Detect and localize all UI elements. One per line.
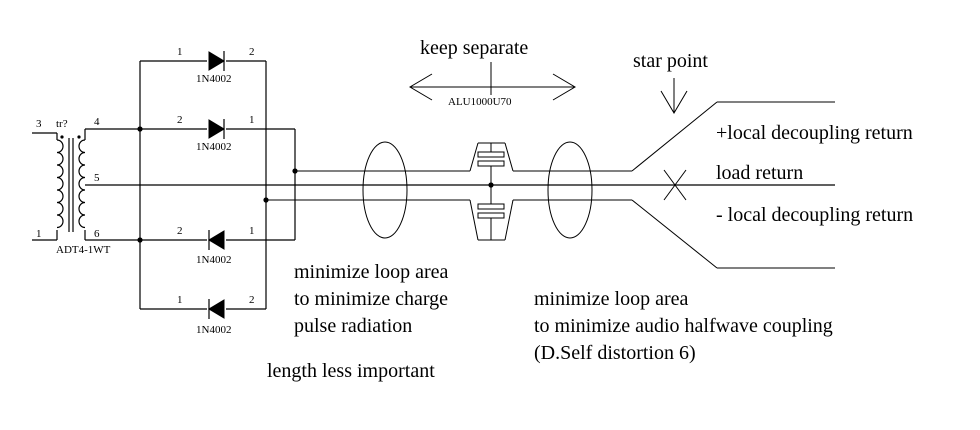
loop2-note-line2: to minimize audio halfwave coupling [534,315,833,337]
bridge-wiring [137,60,298,310]
diode-part-label: 1N4002 [196,324,231,336]
diode-d4: 1 2 1N4002 [177,294,255,336]
secondary-winding [78,139,86,229]
primary-winding [56,139,64,229]
diode-pin-label: 1 [249,225,255,237]
keep-separate-arrow [409,73,576,101]
diode-pin-label: 1 [177,46,183,58]
diode-pin-label: 2 [177,225,183,237]
diode-d2: 2 1 1N4002 [177,114,255,153]
pin-1-label: 1 [36,228,42,240]
loop1-note-line3: pulse radiation [294,315,412,337]
diode-pin-label: 2 [249,294,255,306]
plus-local-decoupling-label: +local decoupling return [716,122,913,144]
loop1-note-line2: to minimize charge [294,288,448,310]
diode-pin-label: 2 [177,114,183,126]
plus-return-branch [631,101,718,172]
transformer: 3 tr? 4 5 6 1 ADT4-1WT [32,116,835,256]
star-point-label: star point [633,50,708,72]
pin-3-label: 3 [36,118,42,130]
charge-loop-ellipse [362,141,408,239]
diode-pin-label: 2 [249,46,255,58]
transformer-part-label: ADT4-1WT [56,244,111,256]
diode-d1: 1 2 1N4002 [177,46,255,85]
load-return-label: load return [716,162,803,184]
star-point-marker [663,169,687,201]
minus-local-decoupling-label: - local decoupling return [716,204,913,226]
loop2-note-line1: minimize loop area [534,288,689,310]
trunk-wires [266,101,835,269]
diode-part-label: 1N4002 [196,254,231,266]
keep-separate-label: keep separate [420,37,528,59]
diode-pin-label: 1 [249,114,255,126]
length-note: length less important [267,360,435,382]
loop2-note-line3: (D.Self distortion 6) [534,342,696,364]
diode-part-label: 1N4002 [196,73,231,85]
loop1-note-line1: minimize loop area [294,261,449,283]
star-point-arrow [660,78,688,114]
diode-d3: 2 1 1N4002 [177,225,255,266]
minus-return-branch [631,199,718,269]
pin-6-label: 6 [94,228,100,240]
diode-pin-label: 1 [177,294,183,306]
pin-5-label: 5 [94,172,100,184]
capacitor-part-label: ALU1000U70 [448,96,512,108]
capacitor-pair: ALU1000U70 [448,62,512,240]
pin-4-label: 4 [94,116,100,128]
transformer-ref-label: tr? [56,118,68,130]
audio-loop-ellipse [547,141,593,239]
diode-part-label: 1N4002 [196,141,231,153]
